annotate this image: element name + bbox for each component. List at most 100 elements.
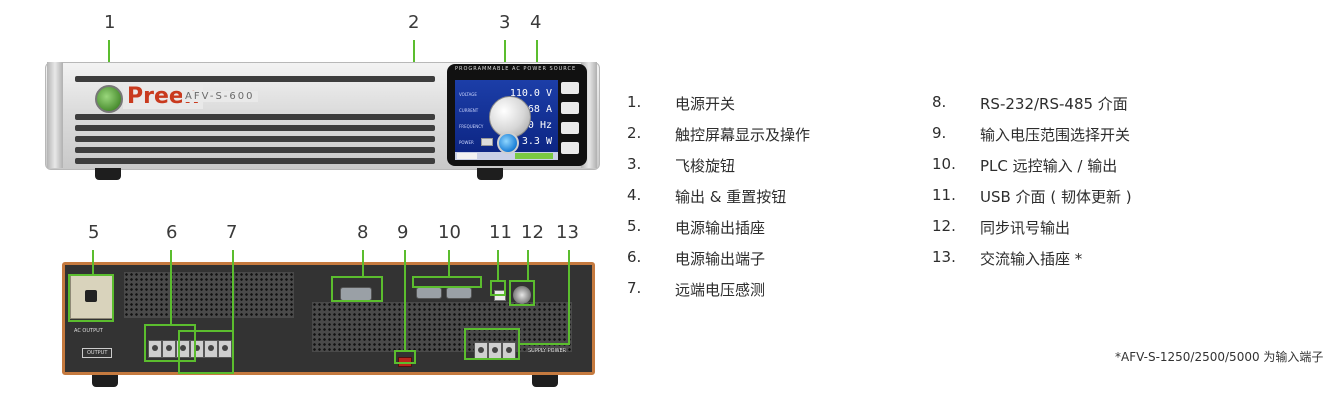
output-reset-button [497, 132, 519, 154]
vent-slot [75, 147, 435, 153]
vent-slot [75, 136, 435, 142]
rear-panel-image: AC OUTPUT OUTPUT SUPPLY POWER [62, 262, 595, 387]
legend-text: PLC 远控输入 / 输出 [980, 157, 1118, 175]
front-panel-image: Preen AFV-S-600 PROGRAMMABLE AC POWER SO… [45, 62, 600, 180]
plc-port-1 [416, 287, 442, 299]
callout-box-10 [412, 276, 482, 288]
legend-text: 输出 & 重置按钮 [675, 188, 787, 206]
callout-8: 8 [357, 222, 369, 243]
vent-slot [75, 158, 435, 164]
legend-num: 3. [627, 155, 642, 173]
callout-7: 7 [226, 222, 238, 243]
jog-knob [489, 96, 531, 138]
legend-num: 8. [932, 93, 947, 111]
foot [477, 168, 503, 180]
foot [95, 168, 121, 180]
legend-num: 12. [932, 217, 956, 235]
screen-value-power: 3.3 W [521, 136, 552, 147]
leader-line-11 [497, 250, 499, 280]
callout-3: 3 [499, 12, 511, 33]
vent-slot [75, 76, 435, 82]
leader-line-6 [170, 250, 172, 324]
legend-text: 远端电压感测 [675, 281, 766, 299]
output-terminal [148, 340, 162, 358]
sync-output-bnc [513, 286, 531, 304]
callout-10: 10 [438, 222, 461, 243]
output-label: OUTPUT [82, 348, 113, 358]
vent-slot [75, 125, 435, 131]
panel-side-button [561, 142, 579, 154]
callout-box-8 [331, 276, 383, 302]
screen-value-voltage: 110.0 V [509, 88, 552, 99]
legend-num: 1. [627, 93, 642, 111]
screen-label-power: POWER [459, 140, 474, 145]
leader-line-10 [448, 250, 450, 276]
legend-text: 交流输入插座 * [980, 250, 1083, 268]
callout-box-7 [178, 330, 234, 374]
output-terminal [190, 340, 204, 358]
screen-value-frequency: 50.0 Hz [509, 120, 552, 131]
ac-output-socket [70, 275, 114, 319]
legend-num: 5. [627, 217, 642, 235]
callout-9: 9 [397, 222, 409, 243]
panel-side-button [561, 82, 579, 94]
legend-num: 7. [627, 279, 642, 297]
foot [92, 375, 118, 387]
leader-line-2 [413, 40, 415, 70]
legend-num: 4. [627, 186, 642, 204]
supply-power-label: SUPPLY POWER [528, 348, 567, 354]
foot [532, 375, 558, 387]
leader-line-13b [520, 343, 570, 345]
leader-line-9 [404, 250, 406, 350]
legend-text: 飞梭旋钮 [675, 157, 736, 175]
legend-num: 9. [932, 124, 947, 142]
legend-num: 6. [627, 248, 642, 266]
output-terminal [162, 340, 176, 358]
callout-box-6 [144, 324, 196, 362]
legend-text: 同步讯号输出 [980, 219, 1071, 237]
callout-box-9 [394, 350, 416, 364]
callout-1: 1 [104, 12, 116, 33]
sense-terminal [204, 340, 218, 358]
legend-text: 电源开关 [675, 95, 736, 113]
screen-label-voltage: VOLTAGE [459, 92, 477, 97]
front-rail-left [47, 62, 63, 168]
callout-6: 6 [166, 222, 178, 243]
callout-11: 11 [489, 222, 512, 243]
screen-value-current: 0.068 A [509, 104, 552, 115]
leader-line-3 [504, 40, 506, 82]
screen-soft-keys [455, 152, 558, 160]
callout-12: 12 [521, 222, 544, 243]
leader-line-5 [92, 250, 94, 274]
legend-num: 10. [932, 155, 956, 173]
sense-terminal [218, 340, 232, 358]
leader-line-7 [232, 250, 234, 374]
rear-vent-mesh [124, 272, 294, 318]
leader-line-13 [568, 250, 570, 345]
footnote: *AFV-S-1250/2500/5000 为输入端子 [1115, 350, 1324, 364]
callout-box-13 [464, 328, 520, 360]
ac-input-terminal [488, 342, 502, 360]
vent-slot [75, 114, 435, 120]
callout-5: 5 [88, 222, 100, 243]
legend-text: 输入电压范围选择开关 [980, 126, 1131, 144]
callout-4: 4 [530, 12, 542, 33]
leader-line-8 [362, 250, 364, 276]
callout-box-5 [68, 274, 114, 322]
legend-num: 11. [932, 186, 956, 204]
ac-output-label: AC OUTPUT [74, 328, 103, 334]
legend-text: USB 介面 ( 韧体更新 ) [980, 188, 1132, 206]
power-switch [95, 85, 123, 113]
panel-header: PROGRAMMABLE AC POWER SOURCE [455, 66, 577, 72]
screen-label-frequency: FREQUENCY [459, 124, 484, 129]
screen-label-current: CURRENT [459, 108, 479, 113]
leader-line-12 [527, 250, 529, 280]
panel-side-button [561, 122, 579, 134]
usb-slot-front [481, 138, 493, 146]
model-label: AFV-S-600 [182, 91, 258, 102]
plc-port-2 [446, 287, 472, 299]
legend-text: RS-232/RS-485 介面 [980, 95, 1128, 113]
callout-box-12 [509, 280, 535, 306]
legend-text: 电源输出端子 [675, 250, 766, 268]
legend-text: 电源输出插座 [675, 219, 766, 237]
